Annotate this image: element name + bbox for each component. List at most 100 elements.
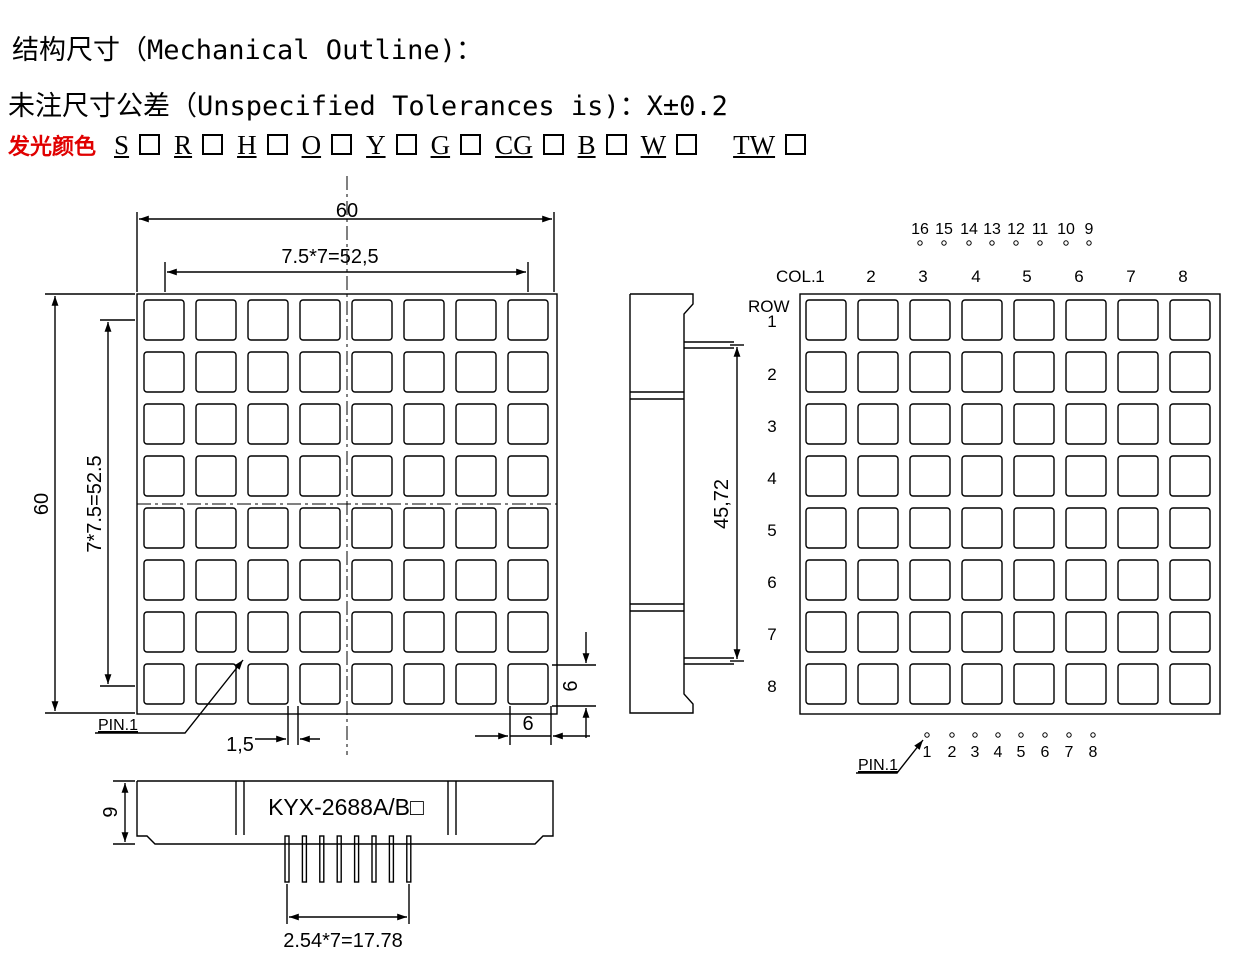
pin-led-cell: [909, 663, 951, 705]
front-led-cell: [455, 507, 497, 549]
pin-led-cell: [1169, 299, 1211, 341]
checkbox-icon: [676, 134, 698, 155]
front-led-cell: [507, 455, 549, 497]
checkbox-icon: [785, 134, 807, 155]
bottom-pin-number: 1: [923, 744, 932, 761]
top-pin-number: 14: [960, 221, 978, 238]
pin-led-cell: [1013, 507, 1055, 549]
bottom-pin-dots: [924, 732, 1096, 738]
pin-led-cell: [1013, 663, 1055, 705]
front-led-cell: [507, 559, 549, 601]
width-dim-text: 60: [336, 200, 358, 222]
pin-led-cell: [1169, 455, 1211, 497]
pin-led-cell: [1169, 559, 1211, 601]
color-option-tw[interactable]: TW: [733, 130, 807, 161]
front-led-cell: [247, 663, 289, 705]
pin-led-cell: [1065, 299, 1107, 341]
pin-led-cell: [1065, 663, 1107, 705]
pin-led-cell: [857, 455, 899, 497]
row-number: 3: [767, 417, 776, 436]
color-option-b[interactable]: B: [578, 130, 627, 161]
pin-led-cell: [1117, 559, 1159, 601]
pin-dot-icon: [1037, 240, 1043, 246]
column-number: 7: [1126, 267, 1135, 286]
front-led-cell: [195, 559, 237, 601]
pin-led-cell: [909, 403, 951, 445]
bottom-pin: [319, 835, 325, 883]
bottom-pin-number: 6: [1041, 744, 1050, 761]
pin-led-cell: [1065, 351, 1107, 393]
front-led-cell: [299, 663, 341, 705]
pin-led-cell: [857, 663, 899, 705]
pin-led-cell: [805, 455, 847, 497]
front-led-cell: [403, 403, 445, 445]
pin-dot-icon: [1090, 732, 1096, 738]
pin-dot-icon: [1018, 732, 1024, 738]
pin-led-cell: [1117, 507, 1159, 549]
pin-led-cell: [1169, 663, 1211, 705]
pin-led-cell: [961, 559, 1003, 601]
pin-dot-icon: [966, 240, 972, 246]
pin-led-cell: [1169, 611, 1211, 653]
cell-h-dim-text: 6: [522, 713, 533, 735]
front-led-cell: [507, 351, 549, 393]
front-led-cell: [455, 611, 497, 653]
front-led-cell: [247, 559, 289, 601]
row-label: ROW: [748, 297, 790, 316]
pin-led-cell: [909, 507, 951, 549]
front-led-cell: [507, 299, 549, 341]
pin-led-cell: [909, 559, 951, 601]
pin-led-cell: [857, 299, 899, 341]
top-pin-number: 16: [911, 221, 929, 238]
color-option-s[interactable]: S: [114, 130, 161, 161]
gap-dim-text: 1,5: [226, 734, 254, 756]
front-led-cell: [455, 299, 497, 341]
front-led-cell: [403, 559, 445, 601]
pin-led-cell: [1013, 611, 1055, 653]
pin-led-cell: [961, 663, 1003, 705]
pin-led-cell: [961, 351, 1003, 393]
color-option-o[interactable]: O: [302, 130, 353, 161]
front-led-cell: [403, 663, 445, 705]
checkbox-icon: [266, 134, 288, 155]
bottom-pin-number: 3: [971, 744, 980, 761]
checkbox-icon: [202, 134, 224, 155]
pin-led-cell: [857, 611, 899, 653]
color-option-w[interactable]: W: [641, 130, 698, 161]
pin-led-cell: [1013, 403, 1055, 445]
column-number: 3: [918, 267, 927, 286]
color-option-cg[interactable]: CG: [495, 130, 564, 161]
pin-led-cell: [857, 559, 899, 601]
column-number: 8: [1178, 267, 1187, 286]
color-option-g[interactable]: G: [431, 130, 482, 161]
color-option-h[interactable]: H: [237, 130, 288, 161]
front-led-cell: [455, 351, 497, 393]
checkbox-icon: [542, 134, 564, 155]
bottom-body-outline: [136, 780, 554, 845]
row-number: 2: [767, 365, 776, 384]
front-led-cell: [351, 611, 393, 653]
front-led-cell: [143, 663, 185, 705]
pin-dot-icon: [989, 240, 995, 246]
pin-led-cell: [857, 507, 899, 549]
pin-led-cell: [1117, 403, 1159, 445]
pin-led-cell: [909, 351, 951, 393]
pin-diagram-led-grid: [805, 299, 1211, 705]
color-option-r[interactable]: R: [174, 130, 224, 161]
front-led-cell: [351, 559, 393, 601]
front-led-cell: [247, 611, 289, 653]
color-option-y[interactable]: Y: [366, 130, 417, 161]
front-led-cell: [247, 299, 289, 341]
front-led-cell: [403, 455, 445, 497]
front-led-cell: [299, 507, 341, 549]
pin-led-cell: [961, 403, 1003, 445]
front-led-cell: [195, 403, 237, 445]
front-led-cell: [351, 507, 393, 549]
front-led-cell: [143, 299, 185, 341]
pin-led-cell: [1013, 559, 1055, 601]
front-led-cell: [143, 351, 185, 393]
bottom-pin: [301, 835, 308, 883]
front-led-cell: [143, 403, 185, 445]
pin-span-dim-text: 45,72: [711, 479, 733, 529]
